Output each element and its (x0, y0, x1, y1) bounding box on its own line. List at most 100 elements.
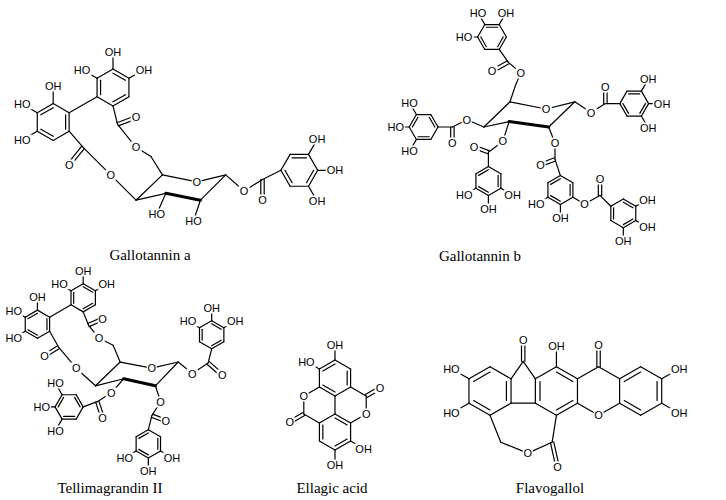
bond (485, 24, 499, 25)
bond (556, 372, 572, 381)
bond (431, 127, 438, 139)
atom-label: OH (614, 236, 633, 247)
bond (350, 423, 351, 441)
bond (136, 175, 162, 200)
bond (488, 167, 500, 174)
atom-label: O (447, 138, 458, 149)
atom-label: O (39, 350, 50, 361)
bond (97, 69, 113, 78)
bond (641, 403, 662, 415)
bond (469, 403, 490, 415)
bond (319, 369, 320, 387)
bond (560, 197, 572, 204)
bond (570, 184, 571, 195)
atom-label: OH (670, 363, 689, 374)
atom-label: OH (226, 316, 245, 327)
bond (479, 170, 489, 176)
bond (50, 305, 71, 317)
bond (71, 305, 83, 312)
bond (62, 419, 76, 420)
bond (551, 179, 561, 185)
bond (510, 379, 511, 403)
bond (113, 69, 129, 78)
atom-label: HO (13, 134, 32, 145)
bond (600, 195, 611, 206)
atom-label: O (64, 159, 75, 170)
atom-label: OH (308, 196, 327, 207)
bond (351, 387, 367, 396)
bond (199, 328, 200, 342)
atom-label: OH (653, 98, 672, 109)
atom-label: O (217, 370, 228, 381)
bond (490, 367, 511, 379)
bond (335, 360, 351, 369)
bond (613, 208, 614, 219)
bond (347, 371, 348, 385)
atom-label: HO (5, 305, 24, 316)
bond (55, 407, 62, 419)
bond (50, 331, 59, 347)
bond (28, 330, 38, 335)
bond (41, 108, 53, 115)
bond (506, 382, 507, 401)
bond (555, 159, 560, 175)
bond (335, 414, 351, 423)
bond (416, 139, 430, 140)
bond (539, 382, 540, 401)
bond (488, 152, 489, 166)
bond (535, 379, 536, 403)
bond (499, 49, 508, 62)
bond (627, 91, 641, 92)
bond (139, 433, 149, 438)
bond (263, 170, 281, 179)
atom-label: O (97, 412, 108, 423)
bond (485, 49, 499, 50)
bond (148, 430, 160, 437)
bond (641, 367, 662, 379)
bond (468, 379, 469, 403)
bond (556, 367, 577, 379)
atom-label: HO (442, 408, 461, 419)
atom-label: OH (639, 122, 658, 133)
bond (71, 284, 83, 291)
bond (65, 115, 66, 129)
bond (199, 321, 211, 328)
bond (290, 186, 308, 187)
atom-label: O (579, 198, 590, 209)
bond (319, 360, 335, 369)
bond (285, 170, 292, 182)
atom-label: O (487, 66, 498, 77)
bond (113, 106, 118, 124)
bond (69, 113, 70, 131)
atom-label: O (498, 136, 509, 147)
atom-label: OH (104, 46, 123, 57)
bond (486, 27, 497, 28)
atom-label: O (593, 410, 604, 421)
bond (281, 170, 290, 186)
atom-label: HO (455, 32, 474, 43)
atom-label: HO (46, 425, 65, 436)
atom-label: OH (551, 212, 570, 223)
atom-label: O (361, 409, 372, 420)
bond (223, 328, 224, 342)
bond (322, 425, 323, 439)
bond (610, 206, 611, 220)
bond (309, 170, 318, 186)
atom-label: O (516, 68, 527, 79)
atom-label: O (155, 396, 166, 407)
bond (309, 154, 318, 170)
bond (212, 340, 222, 345)
bond (151, 157, 163, 175)
atom-label: OH (547, 341, 566, 352)
bond (551, 196, 561, 202)
atom-label: OH (354, 443, 373, 454)
bond (83, 287, 93, 292)
bond (556, 403, 577, 415)
bond (500, 174, 501, 188)
bond (416, 114, 430, 115)
bond (577, 367, 598, 379)
bond (200, 175, 225, 200)
atom-label: O (593, 340, 604, 351)
atom-label: OH (135, 64, 154, 75)
